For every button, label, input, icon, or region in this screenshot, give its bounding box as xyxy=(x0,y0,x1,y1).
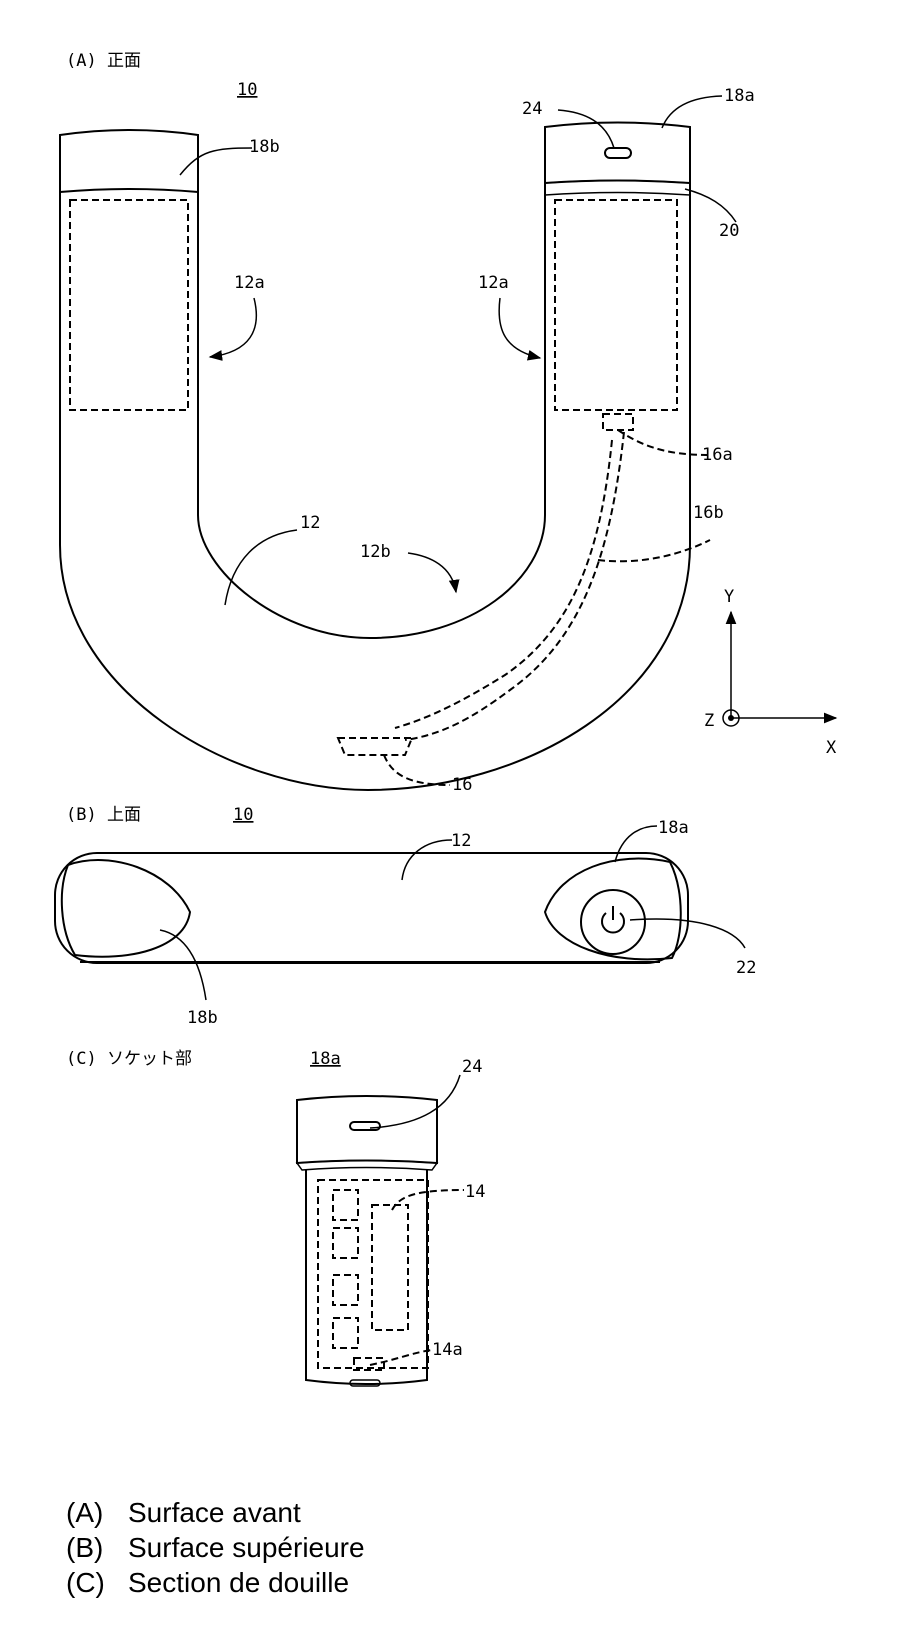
view-b-ref: 10 xyxy=(233,805,253,825)
leader-24-c xyxy=(369,1074,461,1129)
label-12a-left: 12a xyxy=(234,273,265,293)
translation-legend: (A)Surface avant (B)Surface supérieure (… xyxy=(66,1495,365,1600)
z-axis-symbol xyxy=(722,709,740,727)
view-c-ref: 18a xyxy=(310,1049,341,1069)
board-14-outline xyxy=(317,1179,429,1369)
ring-20 xyxy=(544,179,691,196)
left-battery-area xyxy=(69,199,189,411)
label-16: 16 xyxy=(452,775,472,795)
label-18a-a: 18a xyxy=(724,86,755,106)
leader-14a xyxy=(369,1349,433,1366)
label-14a: 14a xyxy=(432,1340,463,1360)
leader-24 xyxy=(557,109,615,149)
arrow-12a-left xyxy=(208,297,258,361)
cable-16b-lower xyxy=(394,439,613,729)
axis-y-label: Y xyxy=(724,587,734,607)
view-c-title: (C) ソケット部 xyxy=(66,1049,192,1069)
leader-16b xyxy=(597,539,711,563)
legend-item-c: (C)Section de douille xyxy=(66,1567,350,1598)
label-24-a: 24 xyxy=(522,99,542,119)
leader-18b xyxy=(179,147,253,176)
leader-20 xyxy=(684,188,737,223)
usb-port-24-c xyxy=(349,1121,381,1131)
left-cap-18b xyxy=(59,129,199,194)
axis-z-label: Z xyxy=(704,711,714,731)
label-22: 22 xyxy=(736,958,756,978)
view-b-title: (B) 上面 xyxy=(66,805,141,825)
right-cap-18a xyxy=(544,121,691,185)
top-left-cap-18b xyxy=(60,859,192,958)
view-a-title: (A) 正面 xyxy=(66,51,141,71)
axis-x-label: X xyxy=(826,738,837,758)
usb-port-24 xyxy=(604,147,632,159)
view-a-front: (A) 正面 10 18b 24 18a 20 xyxy=(59,51,755,795)
leader-16a xyxy=(617,429,708,456)
leader-16 xyxy=(383,754,451,786)
legend-item-b: (B)Surface supérieure xyxy=(66,1532,365,1563)
label-12-a: 12 xyxy=(300,513,320,533)
leader-12-b xyxy=(401,839,453,881)
u-body-inner-outline xyxy=(197,133,546,640)
socket-body xyxy=(305,1170,428,1385)
cable-16b xyxy=(404,431,625,741)
leader-18a-b xyxy=(614,825,658,863)
connector-16 xyxy=(336,737,414,756)
leader-18a xyxy=(661,95,723,129)
label-12a-right: 12a xyxy=(478,273,509,293)
leader-14 xyxy=(391,1189,465,1211)
label-18b: 18b xyxy=(249,137,280,157)
leader-18b-b xyxy=(159,929,207,1001)
u-body-outline xyxy=(59,133,691,792)
view-a-ref: 10 xyxy=(237,80,257,100)
power-button-ring xyxy=(580,889,646,955)
connector-14a xyxy=(353,1357,385,1371)
label-12-b: 12 xyxy=(451,831,471,851)
connector-16a xyxy=(602,413,634,431)
legend-item-a: (A)Surface avant xyxy=(66,1497,301,1528)
label-18a-b: 18a xyxy=(658,818,689,838)
top-right-cap-18a xyxy=(543,857,682,961)
right-battery-area xyxy=(554,199,678,411)
bottom-port xyxy=(349,1379,381,1387)
label-24-c: 24 xyxy=(462,1057,482,1077)
power-icon[interactable] xyxy=(601,906,625,934)
view-b-top: (B) 上面 10 12 18a 22 18b xyxy=(54,805,756,1028)
chip-14 xyxy=(371,1204,409,1331)
label-12b: 12b xyxy=(360,542,391,562)
coordinate-axes: Y Z X xyxy=(704,587,838,758)
arrow-12a-right xyxy=(498,297,542,361)
label-14: 14 xyxy=(465,1182,485,1202)
label-20: 20 xyxy=(719,221,739,241)
leader-22 xyxy=(629,918,746,949)
view-c-socket: (C) ソケット部 18a 24 14 14a xyxy=(66,1049,485,1387)
label-16b: 16b xyxy=(693,503,724,523)
leader-12 xyxy=(224,529,298,606)
arrow-12b xyxy=(407,552,460,594)
label-16a: 16a xyxy=(702,445,733,465)
label-18b-b: 18b xyxy=(187,1008,218,1028)
